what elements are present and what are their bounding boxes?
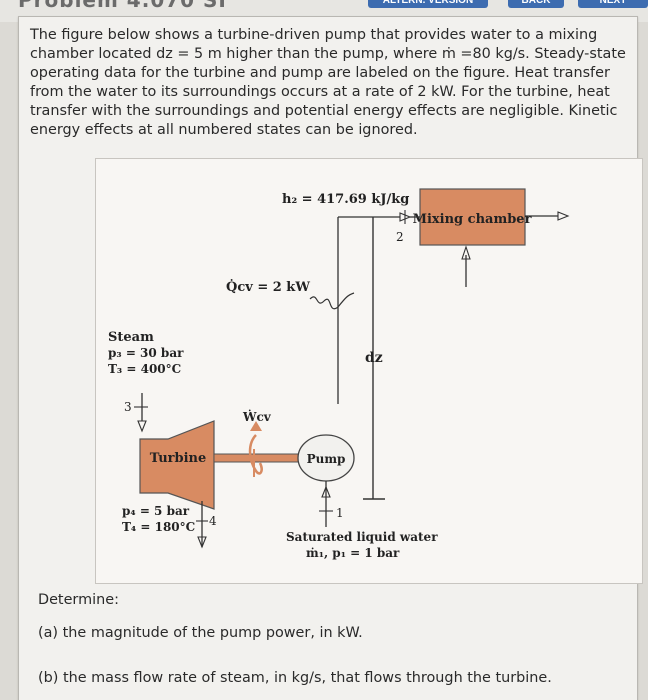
question-part-b: (b) the mass flow rate of steam, in kg/s… xyxy=(38,670,552,686)
turbine-label: Turbine xyxy=(150,451,207,466)
dz-label: dz xyxy=(365,350,383,366)
state-1-condition-label: ṁ₁, p₁ = 1 bar xyxy=(306,546,400,560)
outlet-arrow-icon xyxy=(557,211,570,221)
determine-heading: Determine: xyxy=(38,592,119,608)
question-part-a: (a) the magnitude of the pump power, in … xyxy=(38,625,363,641)
heat-transfer-label: Q̇cv = 2 kW xyxy=(226,279,310,295)
next-button[interactable]: NEXT xyxy=(578,0,648,8)
figure-panel: Mixing chamber 2 h₂ = 417.69 kJ/kg Q̇cv … xyxy=(95,158,643,584)
steam-exhaust-arrow-icon xyxy=(197,536,207,549)
h2-label: h₂ = 417.69 kJ/kg xyxy=(282,192,409,207)
p3-label: p₃ = 30 bar xyxy=(108,346,184,360)
pump-inlet-arrow-icon xyxy=(321,485,331,498)
mixing-chamber-label: Mixing chamber xyxy=(413,212,532,227)
turbine-shape xyxy=(139,420,215,510)
shaft-work-arrow-icon xyxy=(248,434,263,475)
t3-label: T₃ = 400°C xyxy=(108,362,181,376)
steam-label: Steam xyxy=(108,330,154,345)
work-arrowhead-icon xyxy=(250,421,262,431)
pump-label: Pump xyxy=(307,452,346,466)
steam-inlet-arrow-icon xyxy=(137,420,147,433)
t4-label: T₄ = 180°C xyxy=(122,520,195,534)
saturated-liquid-label: Saturated liquid water xyxy=(286,530,438,544)
inlet-arrow-icon xyxy=(461,245,471,260)
heat-loss-wavy-arrow-icon xyxy=(309,292,355,310)
back-button[interactable]: BACK xyxy=(508,0,564,8)
problem-statement: The figure below shows a turbine-driven … xyxy=(30,27,626,138)
state-2-label: 2 xyxy=(396,230,404,244)
state-1-label: 1 xyxy=(336,506,344,520)
drive-shaft xyxy=(213,453,311,463)
alternate-version-button[interactable]: ALTERN. VERSION xyxy=(368,0,488,8)
state-4-label: 4 xyxy=(209,514,217,528)
turbine-pump-diagram: Mixing chamber 2 h₂ = 417.69 kJ/kg Q̇cv … xyxy=(108,188,570,560)
problem-title: Problem 4.070 SI xyxy=(18,0,227,12)
work-label: Ẇcv xyxy=(242,409,272,424)
state-3-label: 3 xyxy=(124,400,132,414)
p4-label: p₄ = 5 bar xyxy=(122,504,190,518)
